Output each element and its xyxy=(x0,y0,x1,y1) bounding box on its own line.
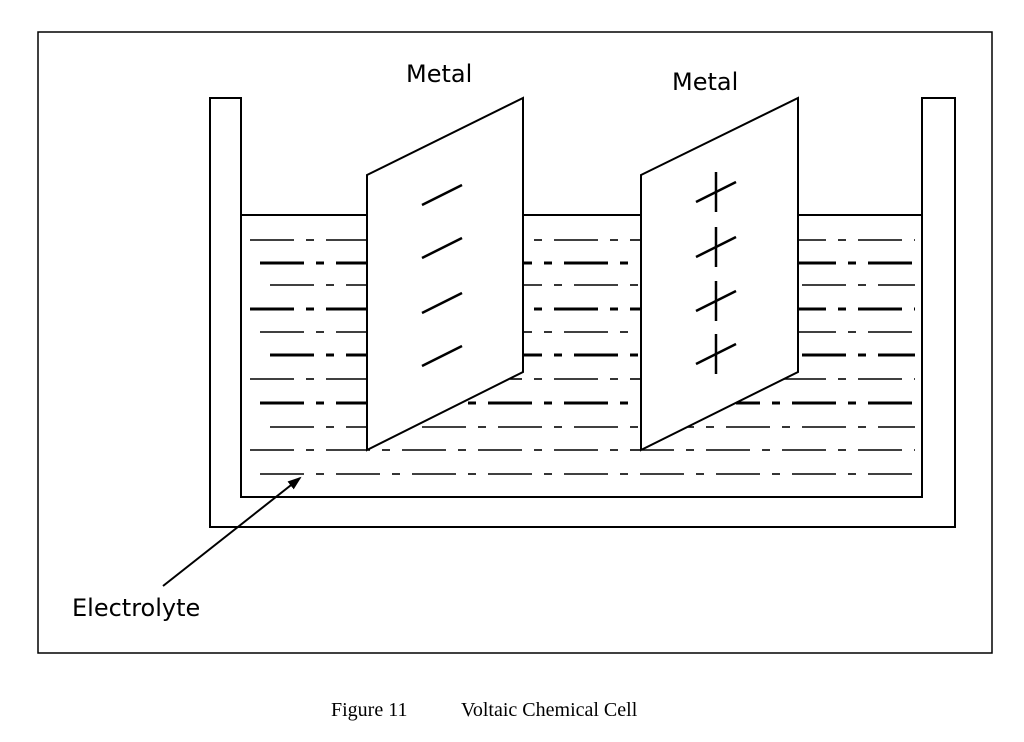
metal-electrode-right xyxy=(640,96,799,452)
metal-left-label: Metal xyxy=(406,60,472,88)
electrolyte-fill xyxy=(250,239,915,475)
metal-electrode-left xyxy=(366,96,524,452)
figure-caption-number: Figure 11 xyxy=(331,699,407,721)
metal-plate-left xyxy=(366,96,524,452)
negative-sign-marks xyxy=(421,183,463,368)
electrolyte-arrow xyxy=(162,476,302,587)
positive-sign-marks xyxy=(695,172,737,374)
minus-sign xyxy=(421,291,463,315)
plus-sign xyxy=(695,281,737,321)
container-outer-wall xyxy=(209,97,956,528)
plus-sign xyxy=(695,172,737,212)
minus-sign xyxy=(421,183,463,207)
electrolyte-label: Electrolyte xyxy=(72,594,200,622)
plus-sign xyxy=(695,227,737,267)
figure-caption-title: Voltaic Chemical Cell xyxy=(461,699,638,721)
plus-sign xyxy=(695,334,737,374)
figure-frame xyxy=(37,31,993,654)
minus-sign xyxy=(421,236,463,260)
metal-plate-right xyxy=(640,96,799,452)
minus-sign xyxy=(421,344,463,368)
metal-right-label: Metal xyxy=(672,68,738,96)
